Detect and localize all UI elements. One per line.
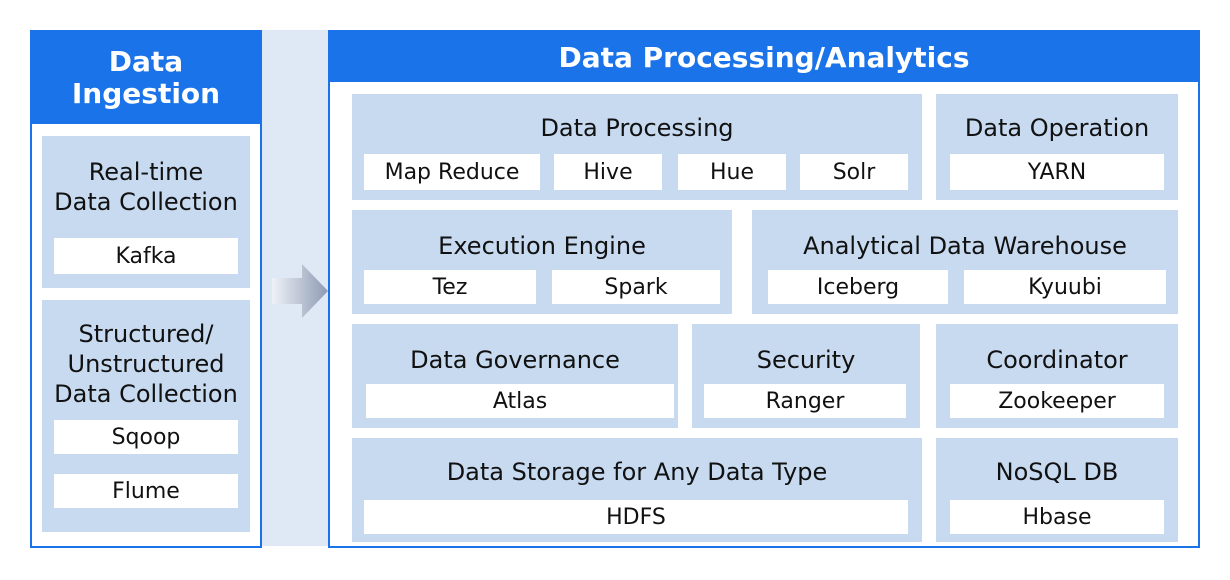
- data-ingestion-panel: Data Ingestion Real-time Data Collection…: [30, 30, 262, 548]
- ingestion-title-line2: Ingestion: [71, 77, 221, 110]
- realtime-line1: Real-time: [88, 158, 204, 186]
- realtime-line2: Data Collection: [54, 188, 238, 216]
- structured-line1: Structured/: [78, 320, 214, 348]
- tool-hdfs: HDFS: [364, 500, 908, 534]
- execution-engine-label: Execution Engine: [438, 232, 646, 260]
- data-governance-box: Data Governance Atlas: [352, 324, 678, 428]
- data-processing-label: Data Processing: [540, 114, 734, 142]
- data-storage-box: Data Storage for Any Data Type HDFS: [352, 438, 922, 542]
- structured-line2: Unstructured: [67, 350, 225, 378]
- execution-engine-box: Execution Engine Tez Spark: [352, 210, 732, 314]
- structured-collection-label: Structured/ Unstructured Data Collection: [42, 310, 250, 418]
- data-analytics-panel: Data Processing/Analytics Data Processin…: [328, 30, 1200, 548]
- tool-yarn: YARN: [950, 154, 1164, 190]
- nosql-db-box: NoSQL DB Hbase: [936, 438, 1178, 542]
- structured-line3: Data Collection: [54, 380, 238, 408]
- tool-kafka: Kafka: [54, 238, 238, 274]
- realtime-collection-label: Real-time Data Collection: [42, 154, 250, 220]
- tool-zookeeper: Zookeeper: [950, 384, 1164, 418]
- tool-iceberg: Iceberg: [768, 270, 948, 304]
- nosql-db-label: NoSQL DB: [995, 458, 1119, 486]
- tool-ranger: Ranger: [704, 384, 906, 418]
- data-storage-label: Data Storage for Any Data Type: [446, 458, 828, 486]
- tool-hbase: Hbase: [950, 500, 1164, 534]
- tool-tez: Tez: [364, 270, 536, 304]
- security-box: Security Ranger: [692, 324, 920, 428]
- data-operation-box: Data Operation YARN: [936, 94, 1178, 200]
- realtime-collection-box: Real-time Data Collection Kafka: [42, 136, 250, 288]
- tool-atlas: Atlas: [366, 384, 674, 418]
- tool-hue: Hue: [678, 154, 786, 190]
- coordinator-label: Coordinator: [986, 346, 1128, 374]
- ingestion-title-line1: Data: [108, 44, 184, 78]
- security-label: Security: [756, 346, 856, 374]
- analytical-warehouse-box: Analytical Data Warehouse Iceberg Kyuubi: [752, 210, 1178, 314]
- tool-spark: Spark: [552, 270, 720, 304]
- arrow-right-icon: [272, 264, 328, 318]
- data-ingestion-title: Data Ingestion: [32, 32, 260, 124]
- tool-solr: Solr: [800, 154, 908, 190]
- analytical-warehouse-label: Analytical Data Warehouse: [803, 232, 1127, 260]
- tool-map-reduce: Map Reduce: [364, 154, 540, 190]
- coordinator-box: Coordinator Zookeeper: [936, 324, 1178, 428]
- data-processing-box: Data Processing Map Reduce Hive Hue Solr: [352, 94, 922, 200]
- structured-collection-box: Structured/ Unstructured Data Collection…: [42, 300, 250, 532]
- data-operation-label: Data Operation: [964, 114, 1150, 142]
- data-analytics-title: Data Processing/Analytics: [330, 32, 1198, 82]
- tool-sqoop: Sqoop: [54, 420, 238, 454]
- data-governance-label: Data Governance: [410, 346, 620, 374]
- tool-hive: Hive: [554, 154, 662, 190]
- tool-kyuubi: Kyuubi: [964, 270, 1166, 304]
- tool-flume: Flume: [54, 474, 238, 508]
